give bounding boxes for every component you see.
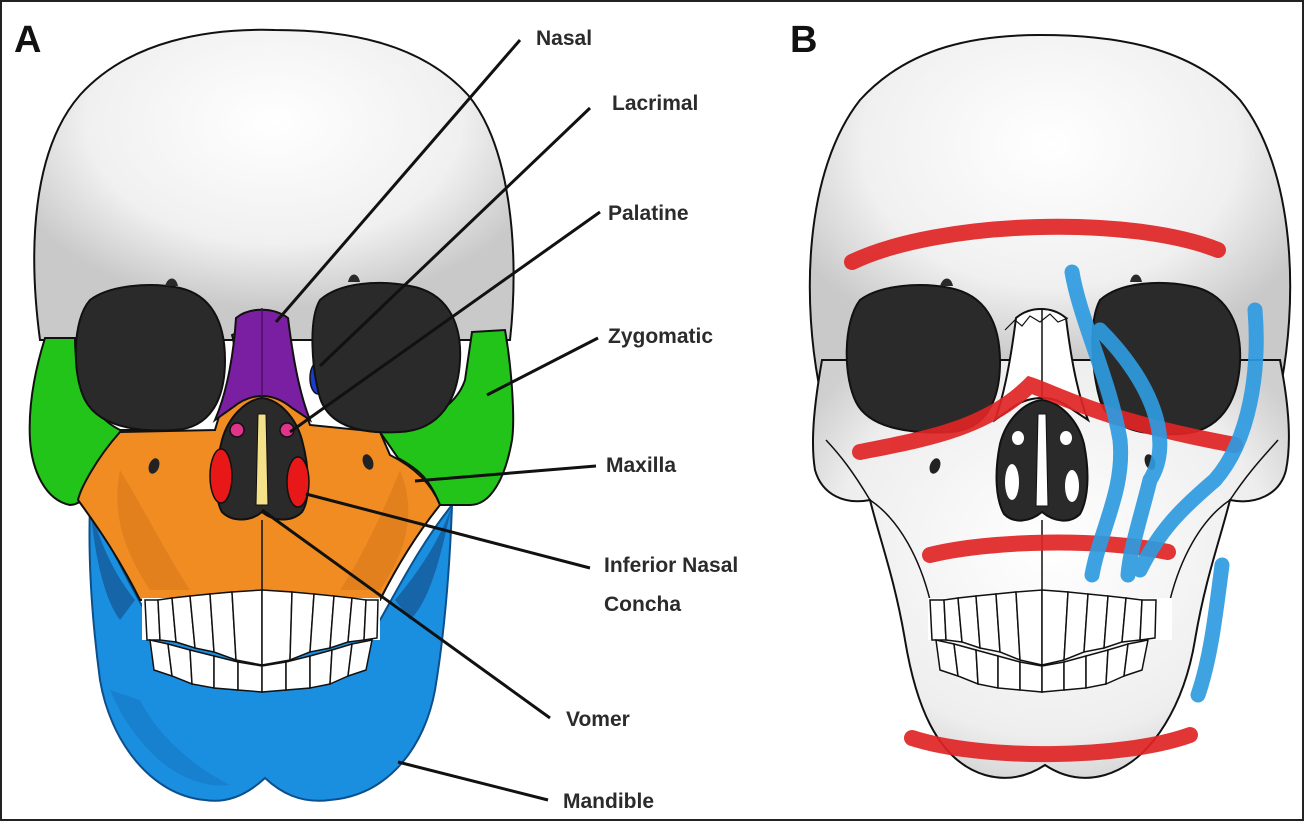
label-inferior-nasal-concha-line2: Concha (604, 593, 681, 616)
vomer-b (1036, 414, 1048, 506)
panel-b: B (790, 19, 1290, 778)
vomer (256, 414, 268, 505)
label-maxilla: Maxilla (606, 454, 676, 477)
panel-a: A (14, 19, 738, 813)
nasal-spot-right-b (1060, 431, 1072, 445)
label-inferior-nasal-concha-line1: Inferior Nasal (604, 554, 738, 577)
orbit-left (76, 285, 225, 430)
inferior-nasal-concha-left (210, 449, 232, 503)
orbit-right (312, 283, 460, 432)
label-mandible: Mandible (563, 790, 654, 813)
panel-letter-a: A (14, 19, 41, 61)
teeth-a (142, 590, 380, 692)
orbit-left-b (847, 285, 1000, 432)
label-palatine: Palatine (608, 202, 689, 225)
inferior-nasal-concha-right (287, 457, 309, 507)
palatine-left (230, 423, 244, 437)
label-nasal: Nasal (536, 27, 592, 50)
concha-outline-left-b (1005, 464, 1019, 500)
nasal-spot-left-b (1012, 431, 1024, 445)
label-lacrimal: Lacrimal (612, 92, 698, 115)
concha-outline-right-b (1065, 470, 1079, 502)
label-vomer: Vomer (566, 708, 630, 731)
panel-letter-b: B (790, 19, 817, 61)
leader-mandible (398, 762, 548, 800)
label-zygomatic: Zygomatic (608, 325, 713, 348)
